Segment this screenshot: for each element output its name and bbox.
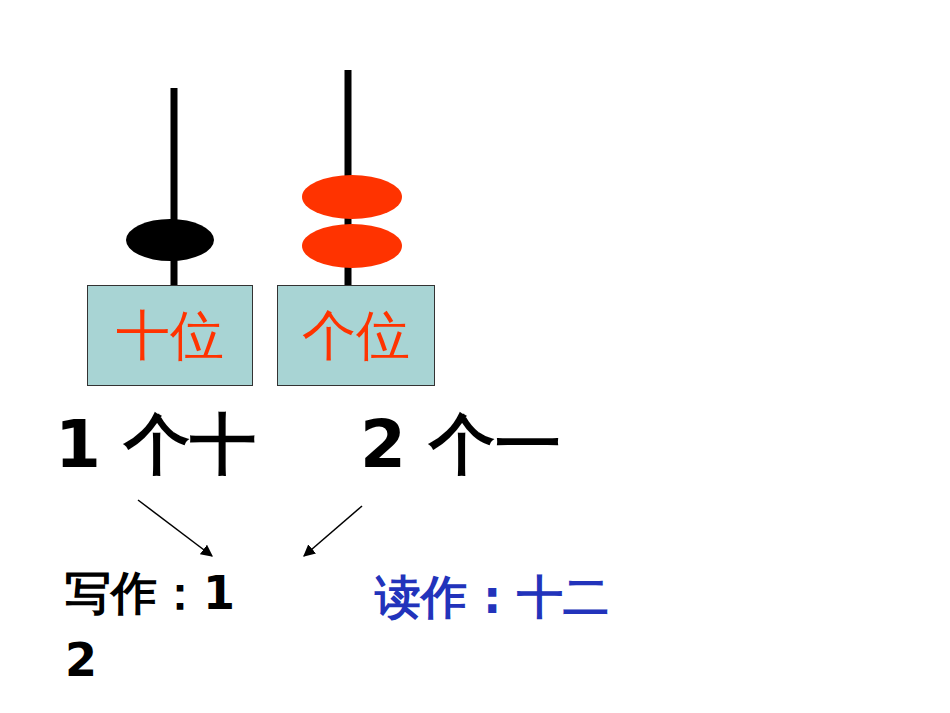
place-value-box: 个位 xyxy=(277,285,435,386)
place-count: 2 个一 xyxy=(360,405,561,484)
leader-arrow xyxy=(138,500,212,556)
number-notation: 写作：1 2 xyxy=(65,560,245,693)
tens-bead xyxy=(126,219,214,261)
place-count: 1 个十 xyxy=(55,405,256,484)
place-value-name: 十位 xyxy=(116,306,224,365)
ones-bead xyxy=(302,224,402,268)
number-notation: 读作 : 十二 xyxy=(375,570,609,625)
place-value-box: 十位 xyxy=(87,285,253,386)
leader-arrow xyxy=(304,506,362,556)
ones-bead xyxy=(302,175,402,219)
place-value-name: 个位 xyxy=(302,306,410,365)
